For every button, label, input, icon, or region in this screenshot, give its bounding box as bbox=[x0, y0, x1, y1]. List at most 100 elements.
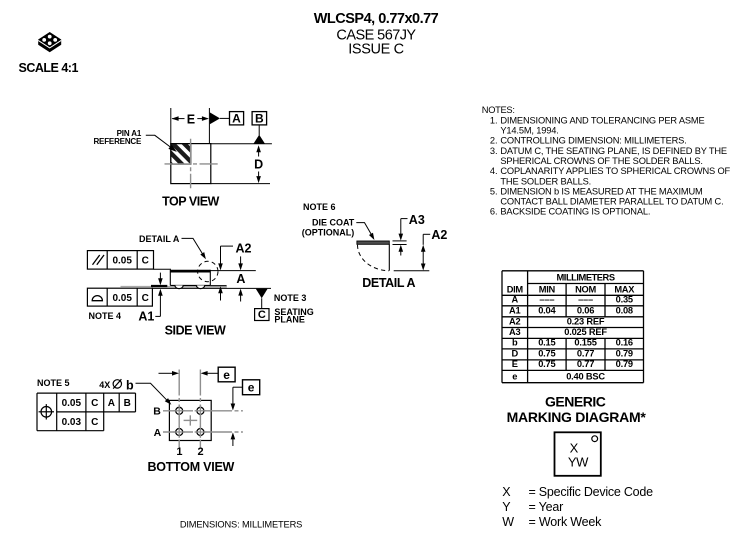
svg-text:e: e bbox=[223, 368, 230, 382]
svg-text:0.025 REF: 0.025 REF bbox=[564, 327, 607, 337]
svg-text:A1: A1 bbox=[138, 309, 154, 323]
svg-text:= Year: = Year bbox=[529, 500, 564, 514]
svg-text:1.: 1. bbox=[490, 115, 498, 125]
svg-text:= Work Week: = Work Week bbox=[529, 515, 603, 529]
svg-text:0.75: 0.75 bbox=[538, 349, 555, 359]
svg-text:DIM: DIM bbox=[507, 284, 524, 294]
svg-text:5.: 5. bbox=[490, 186, 498, 196]
svg-text:6.: 6. bbox=[490, 207, 498, 217]
svg-text:Y: Y bbox=[502, 500, 511, 514]
svg-text:DIMENSIONING AND TOLERANCING P: DIMENSIONING AND TOLERANCING PER ASME bbox=[500, 115, 704, 125]
svg-text:2: 2 bbox=[198, 446, 204, 458]
svg-text:0.40 BSC: 0.40 BSC bbox=[566, 372, 605, 382]
svg-text:A: A bbox=[512, 295, 519, 305]
svg-text:NOTE 3: NOTE 3 bbox=[274, 293, 307, 303]
svg-text:= Specific Device Code: = Specific Device Code bbox=[529, 485, 654, 499]
svg-text:MIN: MIN bbox=[539, 284, 556, 294]
svg-text:DIMENSIONS: MILLIMETERS: DIMENSIONS: MILLIMETERS bbox=[180, 520, 302, 530]
svg-text:BOTTOM VIEW: BOTTOM VIEW bbox=[147, 460, 234, 474]
svg-text:0.05: 0.05 bbox=[112, 293, 132, 304]
svg-text:DIMENSION b IS MEASURED AT THE: DIMENSION b IS MEASURED AT THE MAXIMUM bbox=[500, 186, 702, 196]
svg-text:B: B bbox=[153, 406, 161, 418]
svg-text:MILLIMETERS: MILLIMETERS bbox=[557, 273, 615, 283]
svg-text:A: A bbox=[232, 112, 241, 126]
svg-text:A2: A2 bbox=[509, 316, 521, 326]
svg-text:0.23 REF: 0.23 REF bbox=[567, 316, 605, 326]
svg-text:0.77: 0.77 bbox=[577, 349, 594, 359]
svg-text:DATUM C, THE SEATING PLANE, IS: DATUM C, THE SEATING PLANE, IS DEFINED B… bbox=[500, 146, 727, 156]
svg-text:0.15: 0.15 bbox=[538, 338, 555, 348]
svg-text:BACKSIDE COATING IS OPTIONAL.: BACKSIDE COATING IS OPTIONAL. bbox=[500, 207, 650, 217]
svg-text:b: b bbox=[126, 378, 134, 392]
svg-text:NOTE 5: NOTE 5 bbox=[37, 378, 70, 388]
svg-text:C: C bbox=[142, 256, 149, 267]
svg-text:D: D bbox=[254, 158, 263, 172]
svg-text:NOTE 4: NOTE 4 bbox=[89, 311, 122, 321]
svg-text:GENERIC: GENERIC bbox=[545, 393, 606, 409]
svg-text:C: C bbox=[142, 293, 149, 304]
svg-text:4.: 4. bbox=[490, 166, 498, 176]
svg-text:–––: ––– bbox=[539, 295, 554, 305]
svg-text:SPHERICAL CROWNS OF THE SOLDER: SPHERICAL CROWNS OF THE SOLDER BALLS. bbox=[500, 156, 702, 166]
svg-text:THE SOLDER BALLS.: THE SOLDER BALLS. bbox=[500, 176, 591, 186]
svg-text:X: X bbox=[570, 440, 579, 455]
svg-text:SCALE 4:1: SCALE 4:1 bbox=[19, 61, 79, 75]
svg-text:REFERENCE: REFERENCE bbox=[93, 137, 142, 146]
svg-text:DIE COAT: DIE COAT bbox=[312, 218, 355, 228]
svg-text:C: C bbox=[91, 398, 98, 409]
svg-text:0.06: 0.06 bbox=[577, 306, 594, 316]
svg-text:MAX: MAX bbox=[614, 284, 635, 294]
svg-text:B: B bbox=[124, 398, 131, 409]
svg-text:0.08: 0.08 bbox=[616, 306, 633, 316]
svg-text:A3: A3 bbox=[409, 213, 425, 227]
svg-text:YW: YW bbox=[568, 454, 589, 469]
svg-text:0.79: 0.79 bbox=[616, 359, 633, 369]
svg-text:0.03: 0.03 bbox=[62, 417, 82, 428]
svg-text:e: e bbox=[512, 372, 517, 382]
svg-text:DETAIL A: DETAIL A bbox=[362, 276, 415, 290]
svg-text:e: e bbox=[248, 381, 255, 395]
svg-text:0.35: 0.35 bbox=[616, 295, 633, 305]
svg-text:CASE 567JY: CASE 567JY bbox=[336, 28, 416, 44]
svg-text:DETAIL A: DETAIL A bbox=[139, 234, 180, 244]
svg-text:0.16: 0.16 bbox=[616, 338, 633, 348]
svg-text:A1: A1 bbox=[509, 306, 521, 316]
svg-text:SIDE VIEW: SIDE VIEW bbox=[165, 324, 226, 338]
svg-text:E: E bbox=[512, 359, 518, 369]
svg-text:A2: A2 bbox=[431, 228, 447, 242]
svg-text:WLCSP4, 0.77x0.77: WLCSP4, 0.77x0.77 bbox=[314, 11, 439, 27]
svg-text:b: b bbox=[512, 338, 518, 348]
svg-text:0.155: 0.155 bbox=[574, 338, 596, 348]
svg-text:W: W bbox=[502, 515, 514, 529]
svg-text:X: X bbox=[502, 485, 511, 499]
svg-text:CONTROLLING DIMENSION: MILLIME: CONTROLLING DIMENSION: MILLIMETERS. bbox=[500, 136, 686, 146]
svg-text:A3: A3 bbox=[509, 327, 521, 337]
svg-text:3.: 3. bbox=[490, 146, 498, 156]
svg-text:A: A bbox=[236, 272, 245, 286]
svg-text:0.77: 0.77 bbox=[577, 359, 594, 369]
svg-text:0.79: 0.79 bbox=[616, 349, 633, 359]
svg-text:ISSUE C: ISSUE C bbox=[348, 42, 404, 58]
svg-text:NOTES:: NOTES: bbox=[482, 105, 515, 115]
svg-text:D: D bbox=[512, 349, 519, 359]
svg-text:MARKING DIAGRAM*: MARKING DIAGRAM* bbox=[507, 409, 647, 425]
svg-text:(OPTIONAL): (OPTIONAL) bbox=[302, 228, 355, 238]
svg-text:CONTACT BALL DIAMETER PARALLEL: CONTACT BALL DIAMETER PARALLEL TO DATUM … bbox=[500, 197, 723, 207]
svg-text:2.: 2. bbox=[490, 136, 498, 146]
svg-text:SEATING: SEATING bbox=[274, 307, 313, 317]
svg-text:A: A bbox=[108, 398, 115, 409]
svg-text:E: E bbox=[187, 112, 195, 126]
svg-text:C: C bbox=[91, 417, 98, 428]
svg-text:1: 1 bbox=[176, 446, 182, 458]
svg-text:NOM: NOM bbox=[575, 284, 596, 294]
svg-text:TOP VIEW: TOP VIEW bbox=[162, 194, 219, 208]
svg-text:COPLANARITY APPLIES TO SPHERIC: COPLANARITY APPLIES TO SPHERICAL CROWNS … bbox=[500, 166, 730, 176]
svg-text:–––: ––– bbox=[578, 295, 593, 305]
svg-text:PLANE: PLANE bbox=[274, 315, 305, 325]
svg-text:0.05: 0.05 bbox=[112, 256, 132, 267]
svg-text:C: C bbox=[258, 309, 266, 321]
svg-text:0.05: 0.05 bbox=[62, 398, 82, 409]
svg-text:A: A bbox=[154, 427, 162, 439]
svg-text:0.75: 0.75 bbox=[538, 359, 555, 369]
svg-text:4X: 4X bbox=[99, 380, 110, 390]
